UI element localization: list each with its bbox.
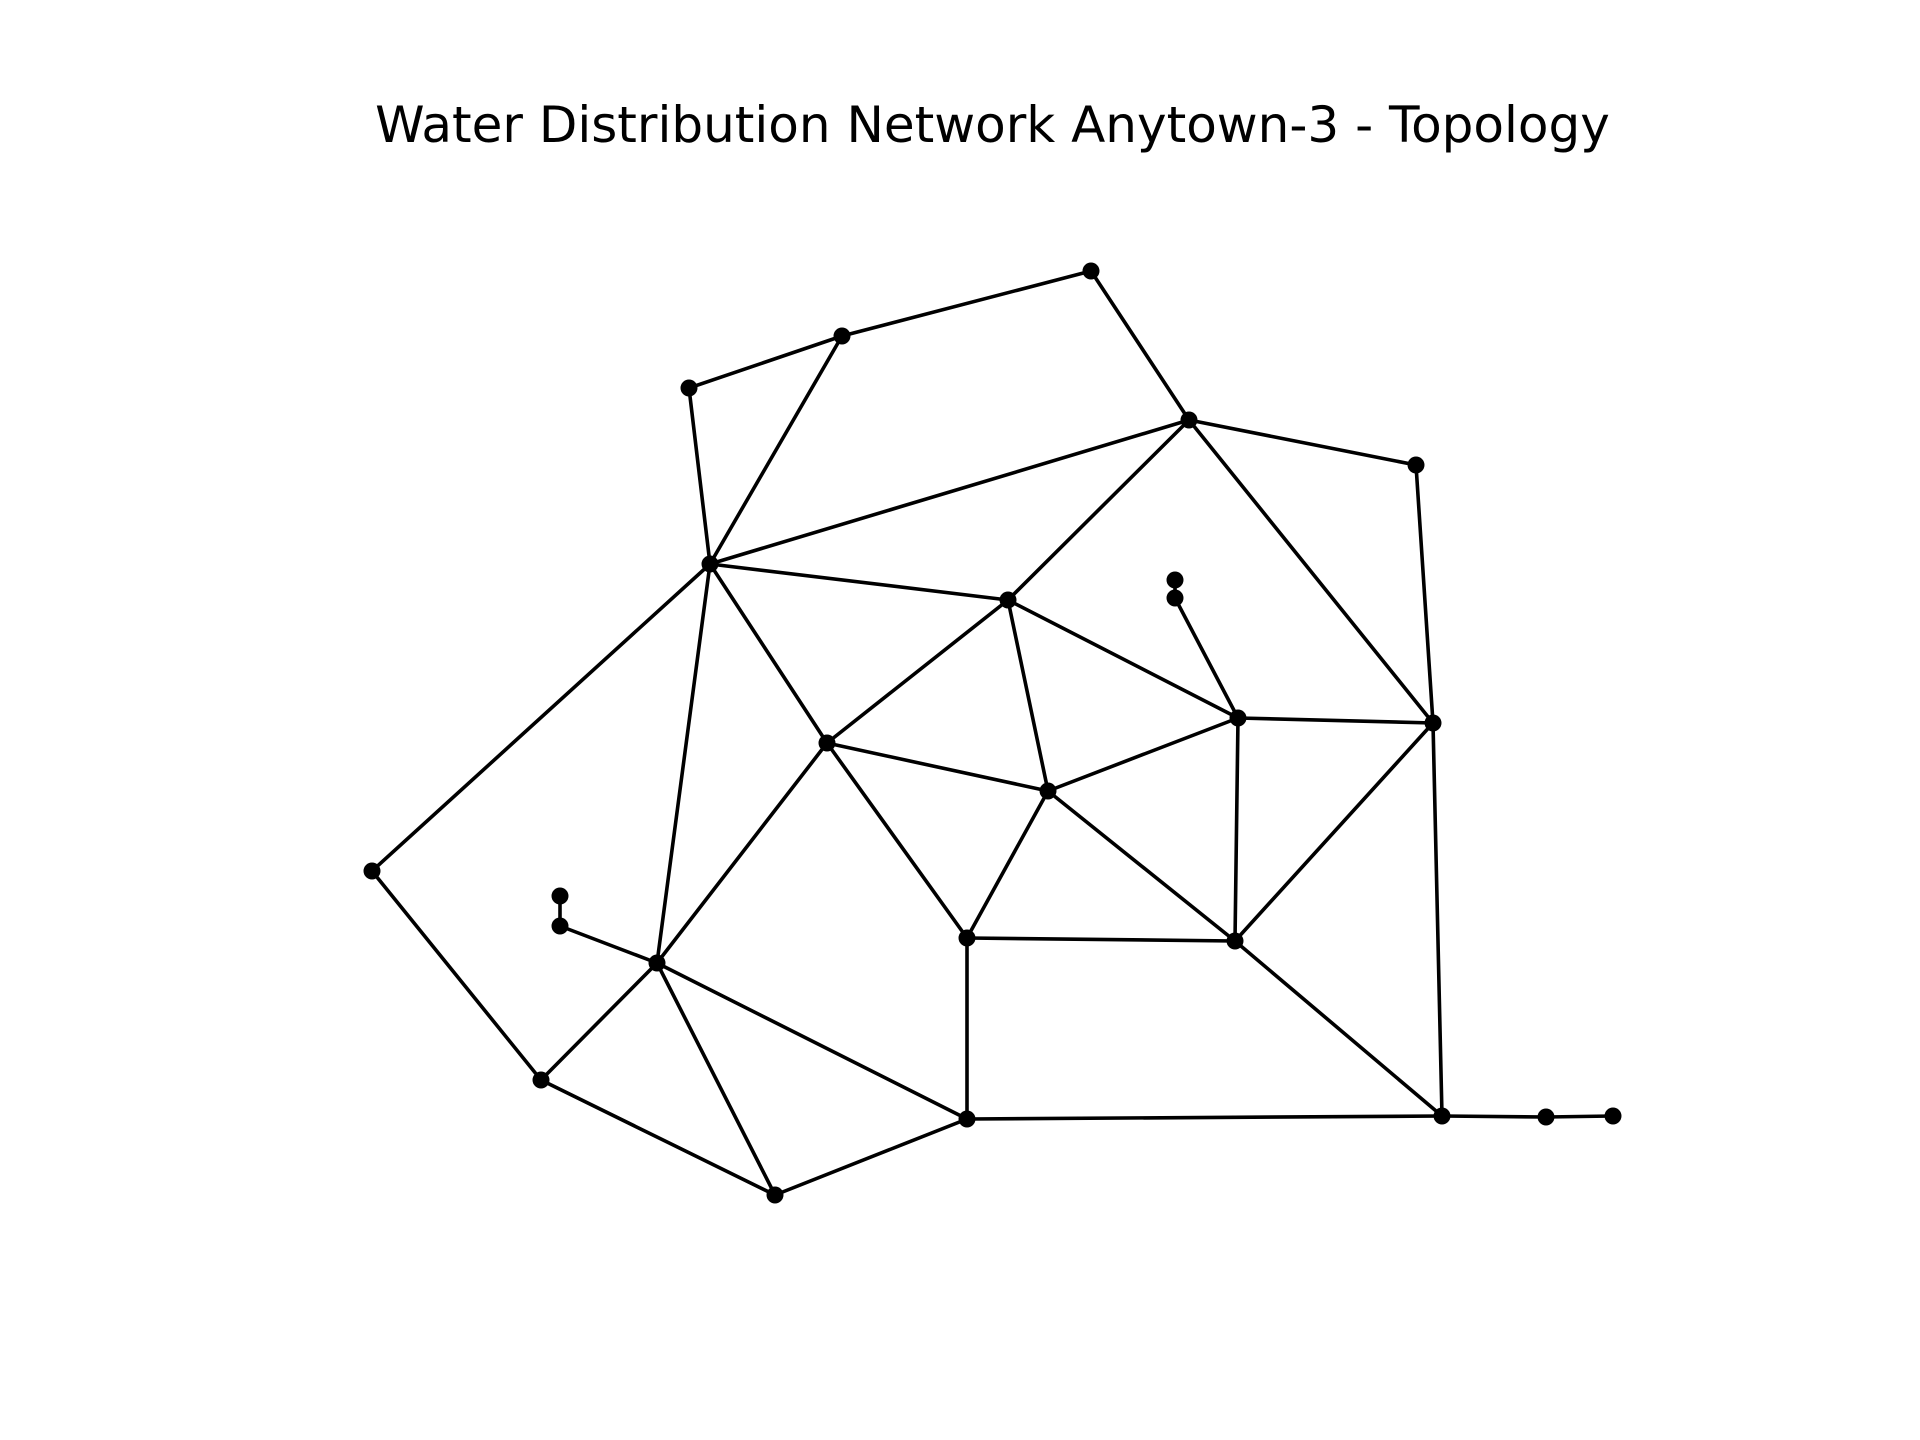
- junction-node-n14: [363, 862, 381, 880]
- pipe-edge-n16-n17: [558, 924, 659, 965]
- junction-node-n11: [1424, 714, 1442, 732]
- pipe-edge-n10-n13: [1046, 716, 1240, 793]
- pipe-edge-n22-n23: [1440, 1114, 1548, 1119]
- pipe-edge-n5-n11: [1414, 463, 1435, 725]
- pipe-edge-n4-n6: [708, 418, 1191, 566]
- pipe-edge-n4-n7: [1006, 418, 1191, 602]
- pipe-edge-n6-n14: [370, 562, 712, 873]
- pipe-edge-n11-n19: [1233, 721, 1435, 943]
- edges-layer: [370, 269, 1615, 1197]
- pipe-edge-n12-n17: [655, 741, 829, 965]
- junction-node-n24: [1604, 1107, 1622, 1125]
- pipe-edge-n1-n2: [840, 269, 1093, 338]
- pipe-edge-n19-n22: [1233, 939, 1444, 1118]
- pipe-edge-n17-n20: [539, 961, 659, 1082]
- nodes-layer: [363, 262, 1622, 1204]
- pipe-edge-n12-n18: [825, 741, 969, 940]
- junction-node-n17: [648, 954, 666, 972]
- pipe-edge-n23-n24: [1544, 1114, 1615, 1119]
- junction-node-n12: [818, 734, 836, 752]
- pipe-edge-n20-n25: [539, 1078, 777, 1197]
- pipe-edge-n3-n6: [687, 386, 712, 566]
- pipe-edge-n9-n10: [1173, 596, 1240, 720]
- pipe-edge-n7-n10: [1006, 598, 1240, 720]
- junction-node-n19: [1226, 932, 1244, 950]
- junction-node-n5: [1407, 456, 1425, 474]
- pipe-edge-n13-n18: [965, 789, 1050, 940]
- junction-node-n21: [958, 1110, 976, 1128]
- pipe-edge-n10-n11: [1236, 716, 1435, 725]
- pipe-edge-n13-n19: [1046, 789, 1237, 943]
- junction-node-n3: [680, 379, 698, 397]
- junction-node-n6: [701, 555, 719, 573]
- pipe-edge-n1-n4: [1089, 269, 1191, 422]
- junction-node-n9: [1166, 589, 1184, 607]
- junction-node-n22: [1433, 1107, 1451, 1125]
- pipe-edge-n2-n3: [687, 334, 844, 390]
- pipe-edge-n4-n11: [1187, 418, 1435, 725]
- pipe-edge-n6-n7: [708, 562, 1010, 602]
- pipe-edge-n6-n12: [708, 562, 829, 745]
- junction-node-n7: [999, 591, 1017, 609]
- pipe-edge-n11-n22: [1431, 721, 1444, 1118]
- junction-node-n10: [1229, 709, 1247, 727]
- pipe-edge-n14-n20: [370, 869, 543, 1082]
- pipe-edge-n17-n25: [655, 961, 777, 1197]
- pipe-edge-n17-n21: [655, 961, 969, 1121]
- junction-node-n25: [766, 1186, 784, 1204]
- pipe-edge-n21-n22: [965, 1114, 1444, 1121]
- junction-node-n20: [532, 1071, 550, 1089]
- pipe-edge-n6-n17: [655, 562, 712, 965]
- diagram-title: Water Distribution Network Anytown-3 - T…: [375, 96, 1610, 154]
- pipe-edge-n21-n25: [773, 1117, 969, 1197]
- pipe-edge-n2-n6: [708, 334, 844, 566]
- junction-node-n15: [551, 887, 569, 905]
- junction-node-n1: [1082, 262, 1100, 280]
- junction-node-n18: [958, 929, 976, 947]
- junction-node-n23: [1537, 1108, 1555, 1126]
- pipe-edge-n12-n13: [825, 741, 1050, 793]
- junction-node-n8: [1166, 571, 1184, 589]
- junction-node-n4: [1180, 411, 1198, 429]
- pipe-edge-n10-n19: [1233, 716, 1240, 943]
- junction-node-n13: [1039, 782, 1057, 800]
- pipe-edge-n18-n19: [965, 936, 1237, 943]
- pipe-edge-n4-n5: [1187, 418, 1418, 467]
- junction-node-n2: [833, 327, 851, 345]
- junction-node-n16: [551, 917, 569, 935]
- pipe-edge-n7-n12: [825, 598, 1010, 745]
- pipe-edge-n7-n13: [1006, 598, 1050, 793]
